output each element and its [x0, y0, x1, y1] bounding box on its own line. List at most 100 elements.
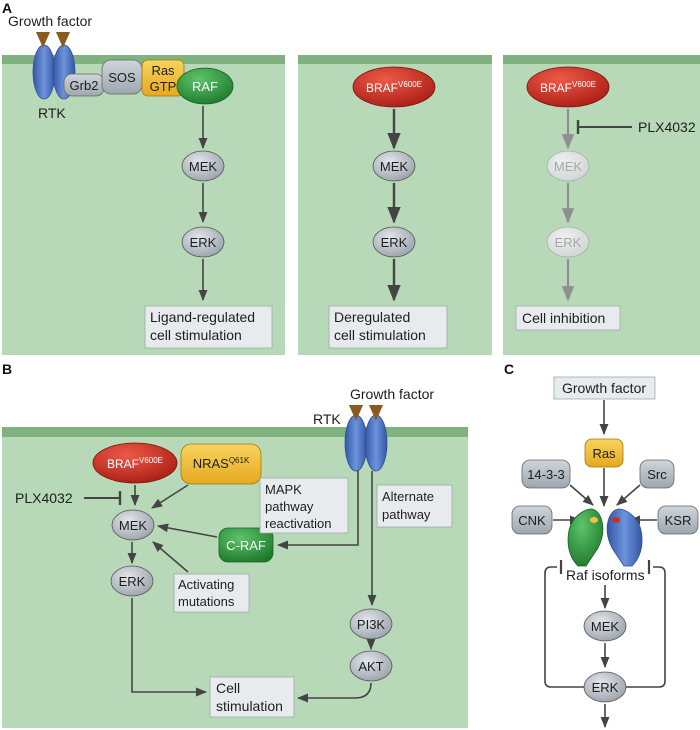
c-feedback-right	[621, 560, 666, 688]
b-rtk-label: RTK	[313, 411, 341, 427]
b-arrow-akt-stimulation	[296, 682, 372, 703]
a-mek-node: MEK	[181, 150, 225, 182]
b-mek-label: MEK	[119, 518, 148, 533]
b-craf-node: C-RAF	[218, 527, 274, 563]
a-grb2-node: Grb2	[63, 73, 105, 97]
a-ras-label: Ras	[151, 63, 175, 78]
c-growth-factor-label: Growth factor	[562, 380, 646, 396]
b-growth-factor-label: Growth factor	[350, 386, 434, 402]
c-src-label: Src	[647, 467, 667, 482]
c-cnk-node: CNK	[511, 505, 553, 535]
panel-a-label: A	[2, 0, 12, 16]
b-plx-label: PLX4032	[15, 490, 73, 506]
b-arrow-craf-mek	[156, 523, 218, 538]
a-gtp-label: GTP	[150, 79, 177, 94]
a-rtk-label: RTK	[38, 105, 66, 121]
b-alt-line1: Alternate	[382, 489, 434, 504]
a2-erk-node: ERK	[372, 226, 416, 258]
b-craf-label: C-RAF	[226, 538, 266, 553]
a-box1-line1: Ligand-regulated	[150, 309, 255, 325]
c-arrow-src-raf	[616, 484, 641, 506]
a3-braf-label: BRAFV600E	[540, 80, 596, 95]
a-ligand-icon	[36, 32, 70, 48]
c-feedback-left	[544, 560, 589, 688]
a2-mek-label: MEK	[380, 159, 409, 174]
c-ksr-label: KSR	[665, 513, 692, 528]
b-arrow-erk-stimulation	[131, 598, 208, 697]
b-nras-node: NRASQ61K	[180, 443, 262, 485]
b-mapk-line1: MAPK	[265, 482, 302, 497]
b-inhibition-bar	[84, 491, 122, 505]
b-mapk-line3: reactivation	[265, 516, 331, 531]
a-erk-label: ERK	[190, 235, 217, 250]
c-erk-label: ERK	[592, 680, 619, 695]
b-act-line1: Activating	[178, 577, 234, 592]
b-mapk-reactivation-box: MAPK pathway reactivation	[259, 477, 349, 534]
c-mek-label: MEK	[591, 619, 620, 634]
b-pi3k-node: PI3K	[349, 608, 393, 640]
a-box3-text: Cell inhibition	[522, 310, 605, 326]
a-box2-line1: Deregulated	[334, 309, 410, 325]
c-arrow-1433-raf	[569, 484, 594, 506]
a-growth-factor-label: Growth factor	[8, 13, 92, 29]
b-braf-label: BRAFV600E	[107, 456, 163, 471]
b-alt-line2: pathway	[382, 507, 431, 522]
a2-erk-label: ERK	[381, 235, 408, 250]
c-raf-isoforms-label: Raf isoforms	[566, 567, 645, 583]
a-outcome-box-2: Deregulated cell stimulation	[328, 305, 448, 349]
a2-mek-node: MEK	[372, 150, 416, 182]
panel-a1-cell	[2, 55, 285, 355]
c-ksr-node: KSR	[657, 505, 699, 535]
a3-erk-label: ERK	[555, 235, 582, 250]
a-raf-label: RAF	[192, 79, 218, 94]
a-box2-line2: cell stimulation	[334, 327, 426, 343]
a-ras-gtp-node: Ras GTP	[141, 59, 185, 97]
a-box1-line2: cell stimulation	[150, 327, 242, 343]
a-raf-node: RAF	[176, 67, 234, 105]
a-sos-label: SOS	[108, 70, 136, 85]
b-ligand-icon	[349, 405, 383, 421]
b-arrow-nras-mek	[151, 484, 189, 509]
b-activating-mutations-box: Activating mutations	[173, 573, 250, 613]
b-act-line2: mutations	[178, 594, 235, 609]
c-cnk-label: CNK	[518, 513, 546, 528]
b-cell-stimulation-box: Cell stimulation	[209, 676, 295, 718]
a-outcome-box-3: Cell inhibition	[515, 305, 621, 331]
c-raf-dimer-icon	[567, 508, 643, 567]
panel-a3-cell	[503, 55, 700, 355]
b-rtk-receptor	[344, 414, 388, 472]
b-akt-label: AKT	[358, 659, 383, 674]
b-arrow-rtk-craf	[276, 470, 359, 550]
c-ras-node: Ras	[584, 438, 624, 468]
a3-mek-label: MEK	[554, 159, 583, 174]
c-src-node: Src	[639, 459, 675, 489]
c-ras-label: Ras	[592, 446, 616, 461]
a3-braf-node: BRAFV600E	[526, 66, 610, 108]
b-erk-label: ERK	[119, 574, 146, 589]
b-mek-node: MEK	[111, 509, 155, 541]
a-erk-node: ERK	[181, 226, 225, 258]
a-mek-label: MEK	[189, 159, 218, 174]
b-akt-node: AKT	[349, 650, 393, 682]
a2-braf-label: BRAFV600E	[366, 80, 422, 95]
panel-c-label: C	[504, 361, 514, 377]
a2-braf-node: BRAFV600E	[352, 66, 436, 108]
b-cell-line2: stimulation	[216, 698, 283, 714]
a-sos-node: SOS	[101, 59, 143, 95]
c-erk-node: ERK	[583, 671, 627, 703]
a-outcome-box-1: Ligand-regulated cell stimulation	[144, 305, 273, 349]
b-erk-node: ERK	[110, 565, 154, 597]
b-braf-node: BRAFV600E	[92, 442, 178, 484]
b-mapk-line2: pathway	[265, 499, 314, 514]
a3-plx-label: PLX4032	[638, 119, 696, 135]
b-alternate-pathway-box: Alternate pathway	[376, 484, 453, 528]
c-14-3-3-node: 14-3-3	[521, 459, 571, 489]
a3-inhibition-bar	[576, 120, 632, 134]
c-14-3-3-label: 14-3-3	[527, 467, 565, 482]
panel-b-label: B	[2, 361, 12, 377]
b-arrow-mutations-mek	[152, 541, 189, 573]
b-cell-line1: Cell	[216, 680, 240, 696]
b-pi3k-label: PI3K	[357, 617, 386, 632]
c-mek-node: MEK	[583, 610, 627, 642]
